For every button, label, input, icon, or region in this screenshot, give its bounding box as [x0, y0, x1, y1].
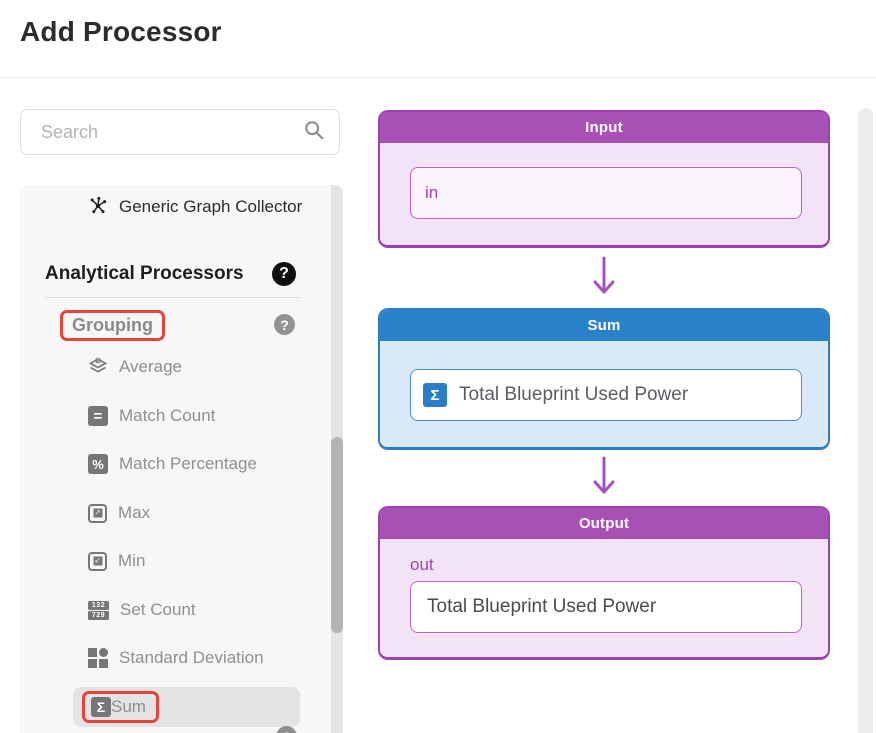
sum-processor-field[interactable]: Σ Total Blueprint Used Power — [410, 369, 802, 421]
search-input[interactable] — [41, 121, 303, 143]
sigma-icon: Σ — [423, 383, 447, 407]
sidebar-item-label: Generic Graph Collector — [119, 197, 303, 216]
sidebar-item-sum[interactable]: Σ Sum — [73, 687, 300, 727]
help-icon[interactable]: ? — [272, 262, 296, 286]
sidebar-item-max[interactable]: ↗ Max — [20, 492, 150, 534]
page-title: Add Processor — [20, 16, 222, 47]
sidebar-item-generic-graph-collector[interactable]: Generic Graph Collector — [20, 185, 302, 229]
sidebar-item-label: Set Count — [120, 600, 196, 619]
sidebar-item-label: Match Percentage — [119, 454, 257, 473]
section-divider — [45, 297, 300, 298]
sidebar-item-label: Average — [119, 357, 183, 376]
svg-text:1: 1 — [97, 358, 100, 364]
max-icon: ↗ — [88, 503, 107, 523]
sidebar-item-set-count[interactable]: 132 729 Set Count — [20, 589, 196, 631]
shapes-grid-icon — [88, 648, 108, 668]
sidebar-scrollbar-track[interactable] — [331, 185, 343, 733]
flow-node-output-header: Output — [380, 508, 828, 539]
flow-node-output: Output out Total Blueprint Used Power — [378, 506, 830, 660]
search-icon — [303, 119, 325, 146]
sum-field-value: Total Blueprint Used Power — [459, 384, 689, 405]
flow-node-sum: Sum Σ Total Blueprint Used Power — [378, 308, 830, 450]
flow-arrow-icon — [588, 255, 620, 297]
sidebar-item-match-percentage[interactable]: % Match Percentage — [20, 443, 257, 485]
panel-scrollbar-track[interactable] — [858, 108, 873, 733]
min-icon: ↙ — [88, 551, 107, 571]
help-icon[interactable]: ? — [276, 726, 297, 733]
sidebar-item-min[interactable]: ↙ Min — [20, 540, 145, 582]
section-title: Analytical Processors — [45, 263, 244, 284]
search-box[interactable] — [20, 109, 340, 155]
section-header-analytical-processors: Analytical Processors — [20, 257, 244, 291]
processor-list: Generic Graph Collector Analytical Proce… — [20, 185, 343, 733]
group-label: Grouping — [72, 314, 153, 335]
graph-icon — [88, 195, 108, 220]
equals-icon: = — [88, 406, 108, 426]
sidebar-item-match-count[interactable]: = Match Count — [20, 395, 215, 437]
annotation-red-box-grouping: Grouping — [60, 309, 165, 341]
sidebar-item-label: Standard Deviation — [119, 648, 264, 667]
output-port-label: out — [410, 555, 434, 574]
header-divider — [0, 77, 876, 78]
percent-icon: % — [88, 454, 108, 474]
sidebar-item-label: Sum — [111, 697, 146, 716]
counter-icon: 132 729 — [88, 600, 109, 620]
flow-node-input-header: Input — [380, 112, 828, 143]
sidebar-item-standard-deviation[interactable]: Standard Deviation — [20, 637, 264, 679]
sigma-icon: Σ — [91, 697, 111, 717]
flow-node-input: Input in — [378, 110, 830, 248]
annotation-red-box-sum: Σ Sum — [82, 691, 159, 723]
layers-icon: 1 — [88, 355, 108, 380]
output-name-field[interactable]: Total Blueprint Used Power — [410, 581, 802, 633]
flow-arrow-icon — [588, 455, 620, 497]
sidebar-item-label: Min — [118, 551, 146, 570]
sidebar-group-grouping[interactable]: Grouping — [20, 304, 165, 346]
sidebar-item-label: Max — [118, 503, 151, 522]
sidebar-item-average[interactable]: 1 Average — [20, 346, 182, 388]
flow-node-sum-header: Sum — [380, 310, 828, 341]
sidebar-scrollbar-thumb[interactable] — [331, 437, 343, 633]
help-icon[interactable]: ? — [274, 314, 295, 335]
input-port-field[interactable]: in — [410, 167, 802, 219]
sidebar-item-label: Match Count — [119, 406, 216, 425]
